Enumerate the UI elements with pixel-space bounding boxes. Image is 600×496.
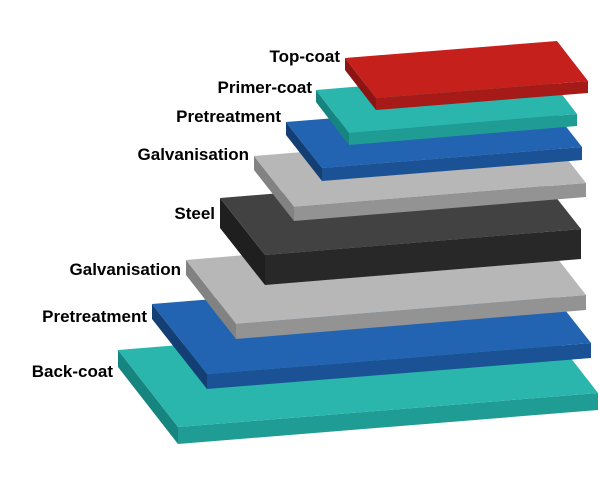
layer-top-coat xyxy=(345,41,588,110)
primer-coat-front-face xyxy=(349,114,577,145)
label-back-coat: Back-coat xyxy=(31,362,113,381)
galvanisation-lower-front-face xyxy=(236,295,586,339)
galvanisation-upper-left-face xyxy=(254,156,294,221)
pretreatment-upper-front-face xyxy=(322,147,582,181)
label-pretreatment-lower: Pretreatment xyxy=(42,307,147,326)
top-coat-top-face xyxy=(345,41,588,98)
steel-left-face xyxy=(220,198,265,285)
back-coat-left-face xyxy=(118,350,178,444)
pretreatment-lower-front-face xyxy=(207,343,591,389)
label-pretreatment-upper: Pretreatment xyxy=(176,107,281,126)
label-primer-coat: Primer-coat xyxy=(217,78,312,97)
top-coat-left-face xyxy=(345,58,376,110)
label-steel: Steel xyxy=(174,204,215,223)
back-coat-front-face xyxy=(178,393,598,444)
steel-front-face xyxy=(265,229,581,285)
galvanisation-upper-front-face xyxy=(294,183,586,221)
galvanisation-lower-left-face xyxy=(186,260,236,339)
pretreatment-upper-left-face xyxy=(286,122,322,181)
label-top-coat: Top-coat xyxy=(269,47,340,66)
label-galvanisation-upper: Galvanisation xyxy=(137,145,249,164)
pretreatment-lower-left-face xyxy=(152,304,207,389)
label-galvanisation-lower: Galvanisation xyxy=(69,260,181,279)
top-coat-front-face xyxy=(376,81,588,110)
primer-coat-left-face xyxy=(316,90,349,145)
